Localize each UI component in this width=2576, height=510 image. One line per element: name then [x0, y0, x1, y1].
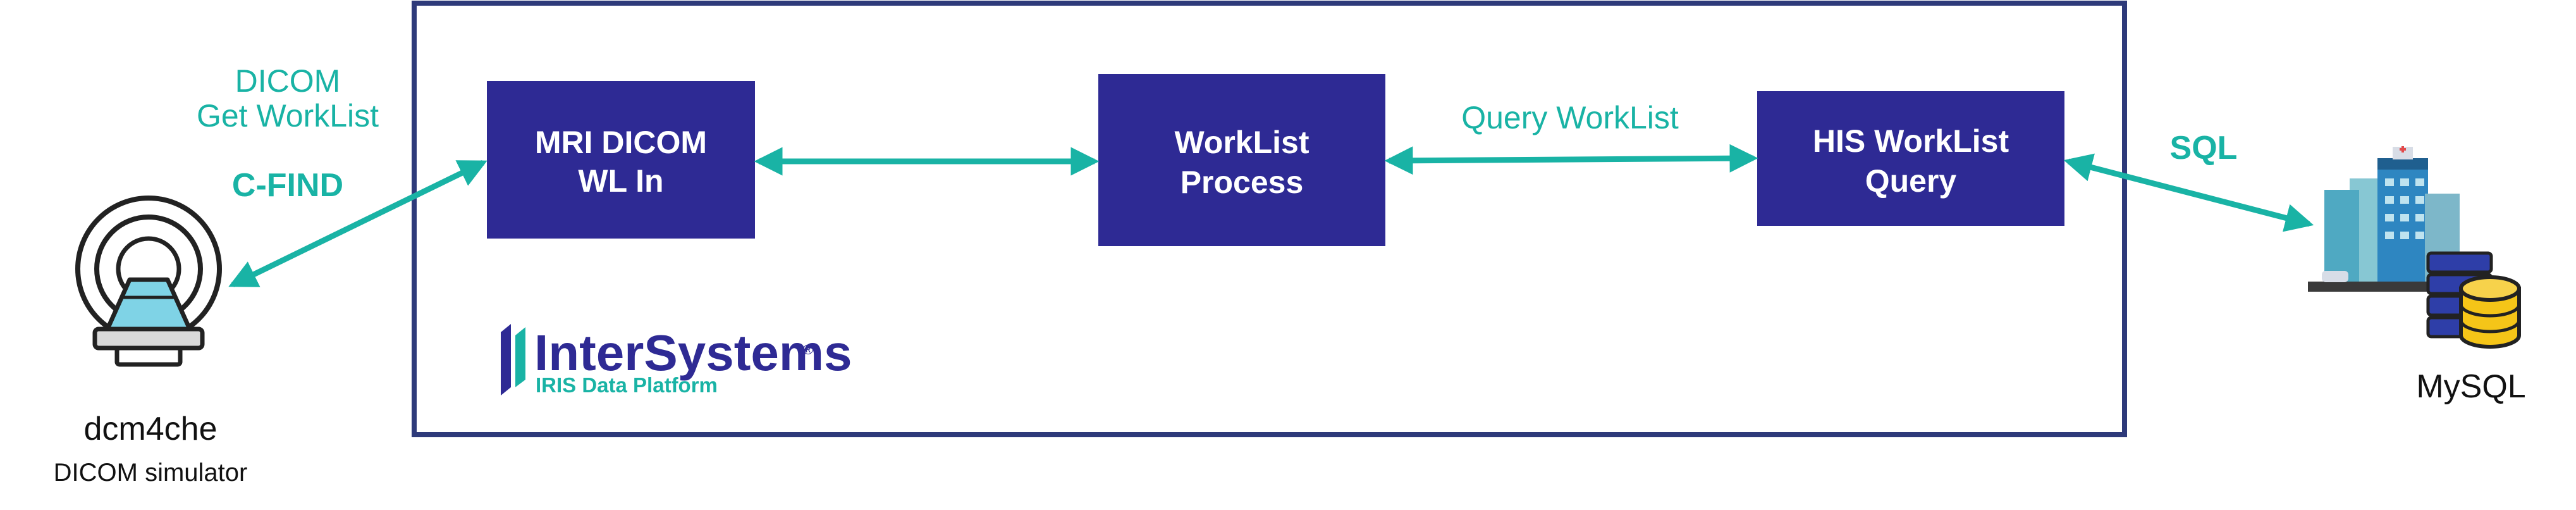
logo-registered-mark: ® — [803, 342, 813, 358]
mri-scanner-icon — [75, 196, 222, 367]
mri-box-line1: MRI DICOM — [535, 125, 707, 160]
query-worklist-label: Query WorkList — [1461, 100, 1679, 135]
his-box-line1: HIS WorkList — [1813, 123, 2009, 159]
logo-brand-text: InterSystems — [534, 325, 852, 381]
process-box-line2: Process — [1181, 165, 1304, 200]
cfind-connector — [228, 159, 488, 288]
cfind-label: C-FIND — [232, 167, 343, 204]
his-box-line2: Query — [1865, 163, 1957, 199]
device-subtitle: DICOM simulator — [54, 459, 248, 487]
dicom-label: DICOM — [235, 63, 341, 99]
mri-dicom-wl-in-box[interactable]: MRI DICOM WL In — [487, 81, 755, 239]
intersystems-mark-icon — [501, 324, 525, 395]
mri-box-line2: WL In — [578, 163, 663, 199]
process-to-his-connector — [1384, 144, 1758, 175]
process-box-line1: WorkList — [1175, 125, 1309, 160]
his-worklist-query-box[interactable]: HIS WorkList Query — [1757, 91, 2064, 226]
sql-label: SQL — [2170, 130, 2238, 166]
worklist-process-box[interactable]: WorkList Process — [1098, 74, 1385, 246]
device-name: dcm4che — [84, 411, 218, 447]
sql-connector — [2063, 153, 2314, 232]
database-name: MySQL — [2416, 368, 2525, 405]
database-cylinder-icon — [2459, 275, 2521, 349]
intersystems-logo: InterSystems ® IRIS Data Platform — [501, 324, 852, 397]
get-worklist-label: Get WorkList — [197, 98, 379, 134]
hospital-database-icon — [2308, 146, 2521, 349]
logo-product-text: IRIS Data Platform — [536, 373, 718, 397]
